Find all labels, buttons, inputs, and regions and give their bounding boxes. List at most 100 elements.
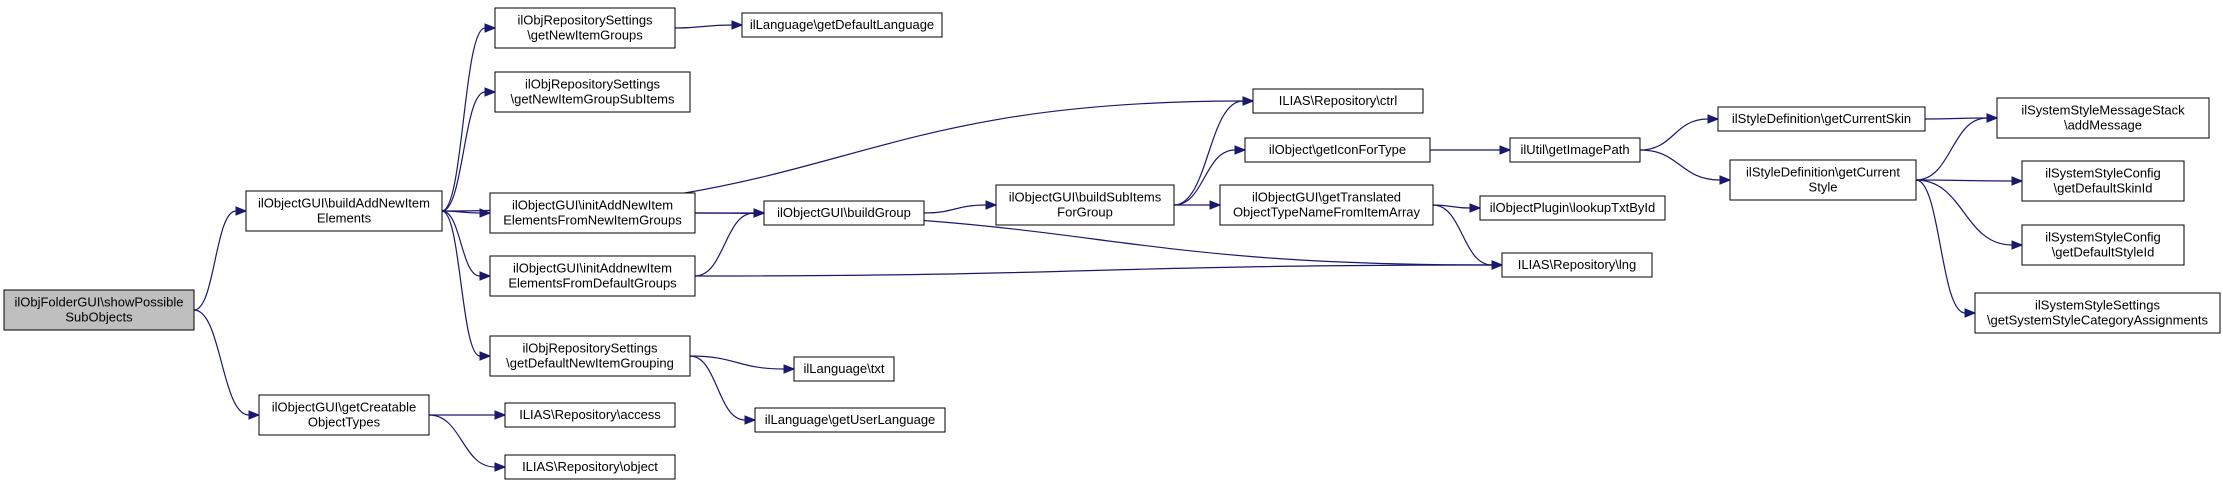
arrowhead-icon — [494, 462, 507, 472]
arrowhead-icon — [1499, 145, 1512, 155]
node-lng[interactable]: ILIAS\Repository\lng — [1501, 252, 1653, 278]
node-getDefaultLanguage[interactable]: ilLanguage\getDefaultLanguage — [741, 12, 943, 38]
arrowhead-icon — [494, 410, 507, 420]
node-getUserLanguage[interactable]: ilLanguage\getUserLanguage — [754, 407, 946, 433]
edge-initFromDefault-to-buildGroup — [694, 208, 766, 277]
arrowhead-icon — [783, 364, 796, 374]
node-getNewItemGroups[interactable]: ilObjRepositorySettings\getNewItemGroups — [494, 7, 676, 49]
arrowhead-icon — [1242, 96, 1255, 106]
node-box — [1252, 88, 1424, 114]
node-label-line: ilLanguage\txt — [804, 361, 885, 376]
node-label-line: ForGroup — [1057, 205, 1113, 220]
node-label-line: ilSystemStyleConfig — [2045, 230, 2161, 245]
node-label-line: ilObjRepositorySettings — [517, 13, 653, 28]
node-getDefaultStyleId[interactable]: ilSystemStyleConfig\getDefaultStyleId — [2021, 224, 2185, 266]
node-label-line: ILIAS\Repository\lng — [1518, 257, 1637, 272]
node-label-line: Elements — [317, 211, 372, 226]
node-object[interactable]: ILIAS\Repository\object — [504, 454, 676, 480]
node-label-line: \getNewItemGroupSubItems — [510, 92, 675, 107]
node-initFromNew[interactable]: ilObjectGUI\initAddNewItemElementsFromNe… — [489, 192, 696, 234]
node-box — [245, 190, 443, 232]
node-label-line: ilObject\getIconForType — [1269, 142, 1406, 157]
node-box — [754, 407, 946, 433]
node-label-line: \getDefaultSkinId — [2053, 181, 2152, 196]
edge-line — [1173, 100, 1244, 206]
node-getImagePath[interactable]: ilUtil\getImagePath — [1509, 137, 1641, 163]
arrowhead-icon — [1209, 200, 1222, 210]
node-label-line: \getNewItemGroups — [527, 28, 643, 43]
edge-buildAdd-to-getNewItemGroupSubItems — [441, 87, 497, 212]
edge-buildSubItems-to-getIconForType — [1173, 145, 1247, 206]
arrowhead-icon — [484, 23, 497, 33]
node-addMessage[interactable]: ilSystemStyleMessageStack\addMessage — [1996, 97, 2210, 139]
node-label-line: ilObjectPlugin\lookupTxtById — [1490, 200, 1655, 215]
node-label-line: ilObjectGUI\buildSubItems — [1009, 190, 1162, 205]
node-getDefaultSkinId[interactable]: ilSystemStyleConfig\getDefaultSkinId — [2021, 160, 2185, 202]
node-box — [1501, 252, 1653, 278]
edge-line — [1915, 117, 1988, 181]
node-box — [1974, 292, 2221, 334]
node-box — [504, 454, 676, 480]
edge-line — [1915, 179, 2013, 182]
node-label-line: ilObjectGUI\buildGroup — [777, 205, 911, 220]
edge-line — [689, 355, 785, 370]
node-getNewItemGroupSubItems[interactable]: ilObjRepositorySettings\getNewItemGroupS… — [494, 71, 691, 113]
node-getIconForType[interactable]: ilObject\getIconForType — [1244, 137, 1431, 163]
node-initFromDefault[interactable]: ilObjectGUI\initAddnewItemElementsFromDe… — [489, 255, 696, 297]
node-label-line: ilObjectGUI\getTranslated — [1252, 190, 1401, 205]
edge-buildAdd-to-getDefaultGrouping — [441, 210, 492, 361]
node-label-line: ILIAS\Repository\object — [522, 459, 658, 474]
node-ctrl[interactable]: ILIAS\Repository\ctrl — [1252, 88, 1424, 114]
node-label-line: ilStyleDefinition\getCurrent — [1746, 165, 1900, 180]
node-label-line: ElementsFromNewItemGroups — [503, 213, 682, 228]
node-access[interactable]: ILIAS\Repository\access — [504, 402, 676, 428]
edge-line — [923, 204, 987, 214]
edge-line — [694, 212, 755, 277]
edges-layer — [193, 20, 2024, 472]
node-label-line: ilSystemStyleConfig — [2045, 166, 2161, 181]
node-box — [1996, 97, 2210, 139]
arrowhead-icon — [1491, 260, 1504, 270]
node-getCurrentSkin[interactable]: ilStyleDefinition\getCurrentSkin — [1717, 106, 1926, 132]
edge-getCurrentStyle-to-getDefaultSkinId — [1915, 176, 2024, 186]
node-box — [1717, 106, 1926, 132]
node-getDefaultGrouping[interactable]: ilObjRepositorySettings\getDefaultNewIte… — [489, 335, 691, 377]
edge-line — [193, 309, 250, 416]
node-label-line: ObjectTypeNameFromItemArray — [1233, 205, 1421, 220]
edge-getNewItemGroups-to-getDefaultLanguage — [674, 20, 744, 30]
edge-getCurrentStyle-to-getSysCatAssign — [1915, 179, 1977, 318]
arrowhead-icon — [479, 271, 492, 281]
node-txt[interactable]: ilLanguage\txt — [793, 356, 895, 382]
node-label-line: ilLanguage\getDefaultLanguage — [750, 17, 934, 32]
edge-getDefaultGrouping-to-getUserLanguage — [689, 355, 757, 425]
edge-line — [441, 91, 486, 212]
arrowhead-icon — [1719, 175, 1732, 185]
node-label-line: ilSystemStyleSettings — [2035, 298, 2160, 313]
node-getSysCatAssign[interactable]: ilSystemStyleSettings\getSystemStyleCate… — [1974, 292, 2221, 334]
node-label-line: ilUtil\getImagePath — [1520, 142, 1629, 157]
edge-getIconForType-to-getImagePath — [1429, 145, 1512, 155]
edge-getTranslated-to-lng — [1432, 204, 1504, 270]
edge-getCreatable-to-access — [429, 410, 507, 420]
arrowhead-icon — [753, 208, 766, 218]
node-box — [1219, 184, 1434, 226]
edge-line — [1915, 179, 2013, 246]
node-label-line: ilObjFolderGUI\showPossible — [14, 295, 183, 310]
edge-buildAdd-to-getNewItemGroups — [441, 23, 497, 212]
node-lookupTxtById[interactable]: ilObjectPlugin\lookupTxtById — [1479, 195, 1666, 221]
edge-line — [441, 210, 481, 214]
node-label-line: \getDefaultNewItemGrouping — [506, 356, 674, 371]
edge-line — [674, 24, 733, 29]
node-buildGroup[interactable]: ilObjectGUI\buildGroup — [763, 200, 925, 226]
node-getTranslated[interactable]: ilObjectGUI\getTranslatedObjectTypeNameF… — [1219, 184, 1434, 226]
node-box — [494, 71, 691, 113]
edge-getTranslated-to-lookupTxtById — [1432, 203, 1482, 213]
node-box — [504, 402, 676, 428]
edge-line — [1915, 179, 1966, 314]
